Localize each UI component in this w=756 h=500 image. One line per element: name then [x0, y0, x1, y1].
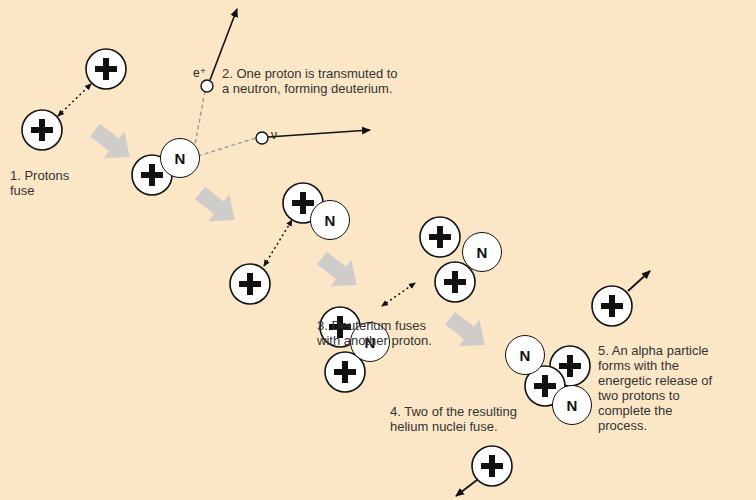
step-caption: 4. Two of the resulting helium nuclei fu…: [390, 404, 540, 434]
neutron-label: N: [477, 245, 488, 260]
neutrino-arrow: [268, 130, 370, 137]
release-arrow: [456, 480, 477, 496]
particle-symbol: ν: [271, 128, 287, 143]
positron: [201, 80, 213, 92]
neutron-circle: N: [310, 200, 350, 240]
process-arrow: [440, 305, 496, 359]
process-arrow: [85, 117, 141, 171]
approach-arrow: [264, 220, 292, 266]
proton: [472, 446, 512, 486]
neutron-circle: N: [462, 232, 502, 272]
neutron-label: N: [175, 151, 186, 166]
process-arrow: [190, 180, 246, 234]
proton: [86, 49, 126, 89]
step-caption: 1. Protons fuse: [10, 168, 86, 198]
proton: [420, 217, 460, 257]
neutron-label: N: [520, 348, 531, 363]
release-arrow: [628, 271, 650, 291]
step-caption: 3. Deuterium fuses with another proton.: [317, 318, 435, 348]
step-caption: 5. An alpha particle forms with the ener…: [598, 343, 718, 433]
emission-line: [194, 91, 205, 150]
neutrino: [256, 132, 268, 144]
approach-arrow: [58, 84, 91, 116]
proton: [592, 286, 632, 326]
process-arrow: [312, 245, 368, 299]
neutron-circle: N: [552, 385, 592, 425]
neutron-label: N: [567, 398, 578, 413]
neutron-label: N: [325, 213, 336, 228]
neutron-circle: N: [505, 335, 545, 375]
proton: [22, 110, 62, 150]
neutron-circle: N: [160, 138, 200, 178]
emission-line: [198, 138, 256, 156]
proton: [230, 264, 270, 304]
approach-arrow: [382, 283, 415, 306]
step-caption: 2. One proton is transmuted to a neutron…: [222, 66, 402, 96]
particle-symbol: e⁺: [193, 66, 213, 81]
